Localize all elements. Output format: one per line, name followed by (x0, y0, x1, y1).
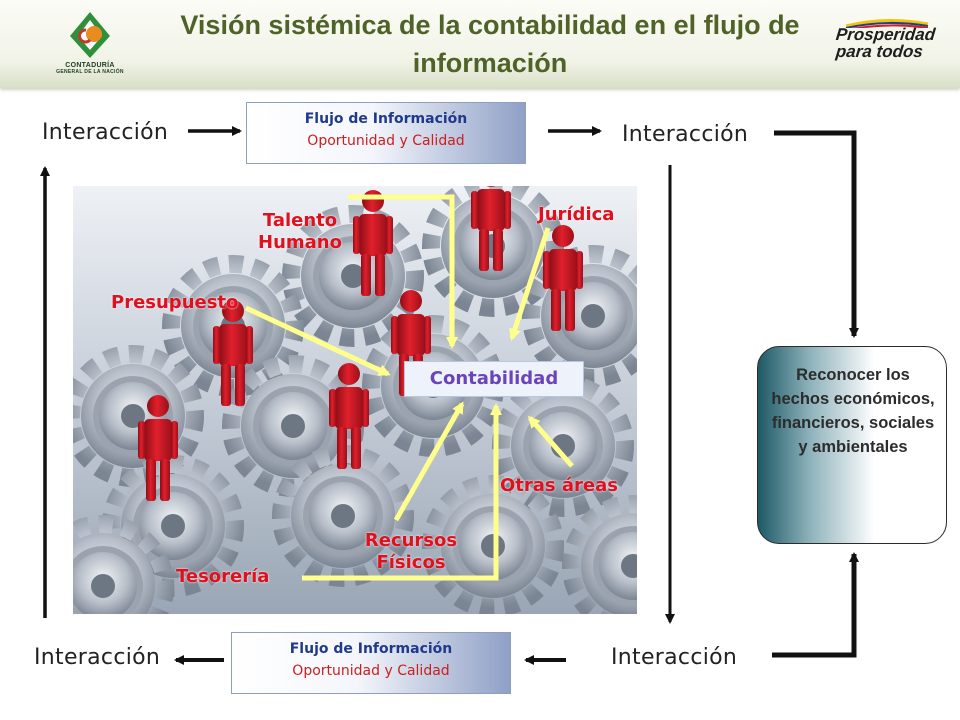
label-recursos-fisicos: Recursos Físicos (364, 530, 458, 573)
gears-people-image (73, 186, 637, 614)
flujo-box-bottom: Flujo de Información Oportunidad y Calid… (231, 632, 511, 694)
flujo-top-subtitle: Oportunidad y Calidad (307, 133, 465, 149)
interaccion-top-left: Interacción (42, 120, 169, 145)
interaccion-top-right: Interacción (622, 122, 749, 147)
flujo-box-top: Flujo de Información Oportunidad y Calid… (246, 102, 526, 164)
logo-right-line2: para todos (835, 42, 924, 61)
gears-illustration (73, 186, 637, 614)
logo-left-subname: GENERAL DE LA NACIÓN (56, 69, 124, 75)
page-title: Visión sistémica de la contabilidad en e… (180, 10, 800, 78)
label-otras-areas: Otras áreas (500, 475, 619, 496)
logo-left-name: CONTADURÍA (65, 62, 115, 69)
interaccion-bottom-left: Interacción (34, 645, 161, 670)
flujo-top-title: Flujo de Información (304, 111, 468, 127)
prosperidad-logo: Prosperidad para todos (835, 18, 937, 70)
flujo-bottom-title: Flujo de Información (289, 641, 453, 657)
reconocer-text: Reconocer los hechos económicos, financi… (771, 366, 935, 456)
interaccion-bottom-right: Interacción (611, 645, 738, 670)
logo-right-line1: Prosperidad (835, 25, 937, 44)
label-tesoreria: Tesorería (176, 566, 270, 587)
reconocer-box: Reconocer los hechos económicos, financi… (757, 346, 947, 544)
flujo-bottom-subtitle: Oportunidad y Calidad (292, 663, 450, 679)
label-talento-humano: Talento Humano (258, 210, 342, 253)
contaduria-logo: CONTADURÍA GENERAL DE LA NACIÓN (40, 8, 140, 84)
label-presupuesto: Presupuesto (111, 292, 239, 313)
arrow-to-reconocer-bottom (772, 552, 859, 658)
arrow-to-reconocer-top (774, 130, 859, 338)
contaduria-emblem-icon (70, 12, 110, 58)
label-juridica: Jurídica (538, 204, 615, 225)
contabilidad-box: Contabilidad (404, 361, 584, 397)
flag-stripes-icon (845, 18, 929, 28)
header-band: CONTADURÍA GENERAL DE LA NACIÓN Visión s… (0, 0, 960, 88)
